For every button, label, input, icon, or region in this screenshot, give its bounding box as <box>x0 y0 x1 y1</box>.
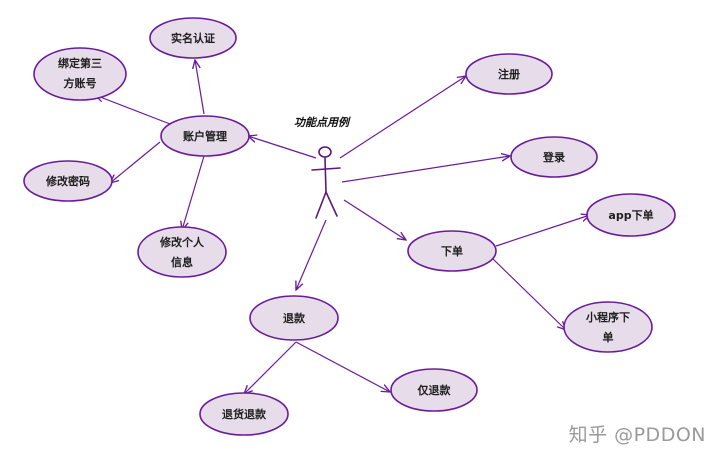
node-mini-order-label-1: 小程序下 <box>585 310 630 324</box>
edge-refund-only <box>295 341 390 392</box>
edges <box>95 60 590 394</box>
edge-actor-login <box>341 156 510 183</box>
node-refund-only-label: 仅退款 <box>417 383 452 397</box>
diagram-title: 功能点用例 <box>294 116 351 129</box>
node-account-label: 账户管理 <box>183 129 227 143</box>
node-mini-order-label-2: 单 <box>603 330 614 344</box>
node-bind: 绑定第三 方账号 <box>33 47 127 101</box>
node-profile: 修改个人 信息 <box>137 226 227 278</box>
node-refund-label: 退款 <box>283 311 306 325</box>
node-password-label: 修改密码 <box>45 174 90 188</box>
node-realname: 实名认证 <box>149 17 237 59</box>
edge-refund-return <box>244 341 297 394</box>
node-bind-label-1: 绑定第三 <box>58 56 102 70</box>
edge-account-realname <box>195 60 205 115</box>
edge-actor-refund <box>296 219 327 290</box>
node-app-order: app下单 <box>586 193 676 237</box>
node-bind-label-2: 方账号 <box>64 76 97 90</box>
node-profile-label-1: 修改个人 <box>159 235 205 249</box>
node-login: 登录 <box>510 136 598 178</box>
node-order-label: 下单 <box>441 244 463 258</box>
node-refund-only: 仅退款 <box>390 368 478 412</box>
edge-account-password <box>110 141 161 183</box>
node-account: 账户管理 <box>160 115 250 157</box>
node-app-order-label: app下单 <box>608 208 653 222</box>
edge-order-app <box>495 215 590 247</box>
edge-account-bind <box>95 95 171 125</box>
node-profile-label-2: 信息 <box>171 255 193 269</box>
node-password: 修改密码 <box>23 160 113 202</box>
edge-actor-account <box>248 136 317 159</box>
node-return-refund-label: 退货退款 <box>222 407 267 421</box>
edge-actor-register <box>339 76 466 159</box>
actor-figure <box>311 146 341 219</box>
node-return-refund: 退货退款 <box>199 392 289 436</box>
watermark: 知乎 @PDDON <box>568 424 706 446</box>
edge-actor-order <box>343 199 406 240</box>
node-realname-label: 实名认证 <box>171 31 215 45</box>
node-register: 注册 <box>465 53 553 95</box>
node-login-label: 登录 <box>542 150 565 164</box>
node-refund: 退款 <box>249 295 339 341</box>
node-register-label: 注册 <box>498 67 520 81</box>
edge-order-mini <box>491 257 566 330</box>
edge-account-profile <box>182 155 205 230</box>
node-mini-order: 小程序下 单 <box>563 301 653 353</box>
node-order: 下单 <box>407 230 497 272</box>
